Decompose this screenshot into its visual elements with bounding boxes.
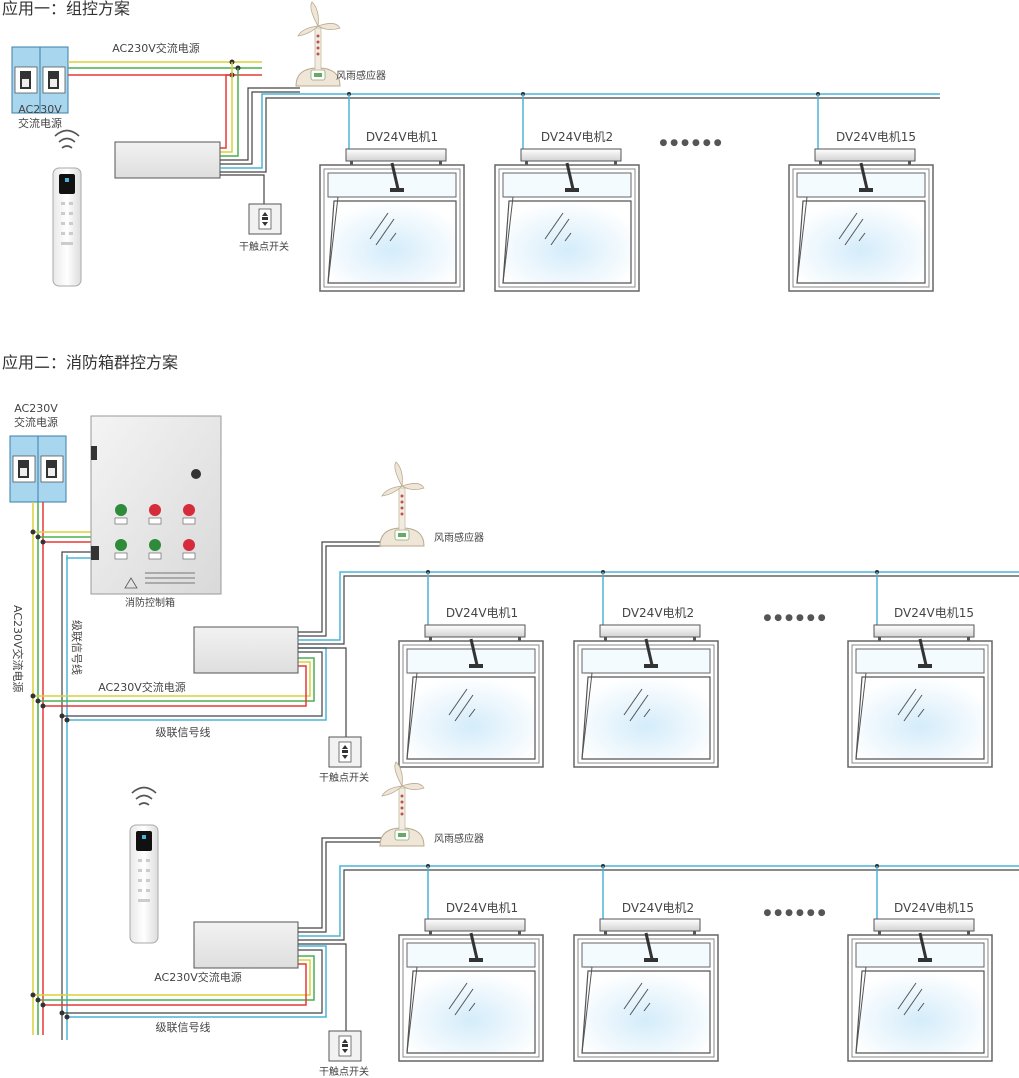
- remote-control-1-icon: [52, 129, 82, 287]
- controller-box-1: [114, 141, 221, 179]
- s2b-window-2: [572, 917, 720, 1063]
- section2-vertical-power-label: AC230V交流电源: [11, 605, 25, 693]
- s2a-ellipsis: ●●●●●●: [763, 613, 828, 623]
- section2-title: 应用二：消防箱群控方案: [2, 353, 178, 372]
- s2b-motor-1-label: DV24V电机1: [446, 901, 518, 915]
- section1-title: 应用一：组控方案: [2, 0, 130, 18]
- s1-motor-15-label: DV24V电机15: [836, 130, 916, 144]
- s2b-window-15: [846, 917, 994, 1063]
- wind-rain-sensor-2b-icon: [379, 761, 425, 847]
- s1-motor-1-label: DV24V电机1: [366, 130, 438, 144]
- s2b-motor-2-label: DV24V电机2: [622, 901, 694, 915]
- s2a-window-1: [397, 623, 545, 769]
- remote-control-2-icon: [129, 786, 159, 944]
- section1-power-label: AC230V交流电源: [112, 41, 200, 55]
- s1-window-1: [318, 147, 466, 293]
- s2a-motor-2-label: DV24V电机2: [622, 606, 694, 620]
- section2-cascade-vertical-label: 级联信号线: [70, 620, 84, 675]
- wind-rain-sensor-1-icon: [295, 1, 341, 87]
- section1-switch-label: 干触点开关: [239, 240, 289, 253]
- s2a-motor-15-label: DV24V电机15: [894, 606, 974, 620]
- s2a-window-15: [846, 623, 994, 769]
- s1-motor-2-label: DV24V电机2: [541, 130, 613, 144]
- fire-box-label: 消防控制箱: [125, 596, 175, 609]
- section1-breaker-label-2: 交流电源: [18, 116, 62, 130]
- groupB-cascade-label: 级联信号线: [156, 1020, 211, 1034]
- section1-breaker-label-1: AC230V: [18, 103, 62, 116]
- section1-sensor-label: 风雨感应器: [336, 69, 386, 82]
- groupA-sensor-label: 风雨感应器: [434, 531, 484, 544]
- s2b-window-1: [397, 917, 545, 1063]
- s1-window-2: [493, 147, 641, 293]
- section2-breaker-label-1: AC230V: [14, 402, 58, 415]
- groupB-power-label: AC230V交流电源: [154, 970, 242, 984]
- wind-rain-sensor-2a-icon: [379, 461, 425, 547]
- s2a-motor-1-label: DV24V电机1: [446, 606, 518, 620]
- groupA-cascade-label: 级联信号线: [156, 725, 211, 739]
- section2-breaker-label-2: 交流电源: [14, 415, 58, 429]
- breaker-2-icon: [9, 435, 67, 503]
- s1-window-15: [787, 147, 935, 293]
- groupA-power-label: AC230V交流电源: [98, 680, 186, 694]
- s1-ellipsis: ●●●●●●: [659, 138, 724, 148]
- s2a-window-2: [572, 623, 720, 769]
- controller-box-2b: [193, 921, 299, 969]
- fire-control-box: [90, 415, 222, 595]
- dry-contact-switch-1-icon[interactable]: [248, 203, 282, 235]
- s2b-ellipsis: ●●●●●●: [763, 908, 828, 918]
- dry-contact-switch-2b-icon[interactable]: [328, 1030, 362, 1062]
- groupB-sensor-label: 风雨感应器: [434, 832, 484, 845]
- controller-box-2a: [193, 626, 299, 674]
- groupA-switch-label: 干触点开关: [319, 771, 369, 784]
- groupB-switch-label: 干触点开关: [319, 1065, 369, 1078]
- s2b-motor-15-label: DV24V电机15: [894, 901, 974, 915]
- dry-contact-switch-2a-icon[interactable]: [328, 736, 362, 768]
